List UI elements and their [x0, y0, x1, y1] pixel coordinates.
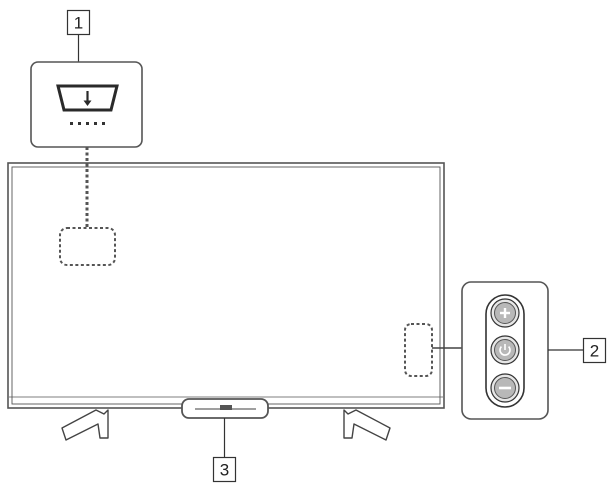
callout-2-label: 2: [590, 342, 599, 361]
callout-3-label: 3: [220, 461, 229, 480]
minus-icon: [490, 373, 520, 403]
callout-2-box: [582, 337, 607, 364]
indicator-dots: [70, 122, 105, 125]
callout-2: 2: [548, 337, 607, 364]
plus-icon: [490, 298, 520, 328]
down-arrow-icon: [56, 84, 119, 112]
indicator-location-marker: [59, 227, 116, 266]
tv-panel: [7, 162, 445, 409]
callout-1: 1: [66, 9, 91, 62]
indicator-zoom-box: [30, 61, 143, 148]
side-controls-location-marker: [404, 323, 433, 377]
callout-3: 3: [212, 418, 237, 483]
callout-3-box: [212, 456, 237, 483]
tv-stand-right: [343, 409, 391, 441]
side-control-buttons: [461, 281, 549, 420]
tv-stand-left: [61, 409, 109, 441]
callout-1-label: 1: [74, 14, 83, 33]
front-bottom-sensor-bar: [181, 398, 269, 419]
power-icon: [490, 335, 520, 365]
